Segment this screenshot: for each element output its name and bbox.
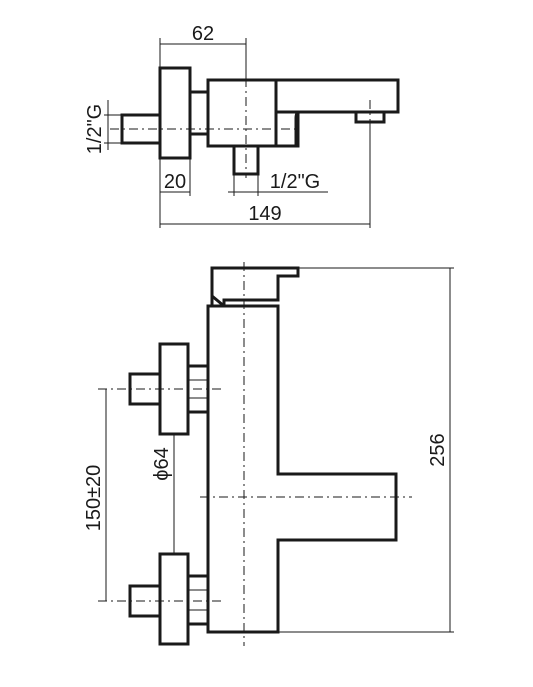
dim-thread-left-label: 1/2"G	[84, 104, 106, 154]
front-lower-flange	[158, 552, 190, 646]
top-view: 62 1/2"G 20 1/2"G 149	[84, 23, 400, 228]
dim-150-label: 150±20	[83, 465, 105, 532]
top-flange	[158, 66, 192, 160]
top-body	[206, 78, 278, 148]
front-view: 150±20 ϕ64 256	[83, 262, 454, 646]
top-nut	[188, 90, 210, 136]
dim-256-label: 256	[427, 433, 449, 466]
front-lower-nut	[186, 574, 210, 626]
dim-20-label: 20	[164, 171, 186, 193]
front-handle-edge	[211, 294, 225, 308]
top-lever	[276, 110, 300, 148]
top-pipe-thread	[120, 113, 162, 145]
front-body	[206, 304, 398, 634]
dim-149-label: 149	[248, 203, 281, 225]
front-handle	[210, 266, 300, 308]
dim-62-label: 62	[192, 23, 214, 45]
dim-thread-bottom-label: 1/2"G	[270, 171, 320, 193]
dim-64-label: ϕ64	[151, 447, 173, 480]
